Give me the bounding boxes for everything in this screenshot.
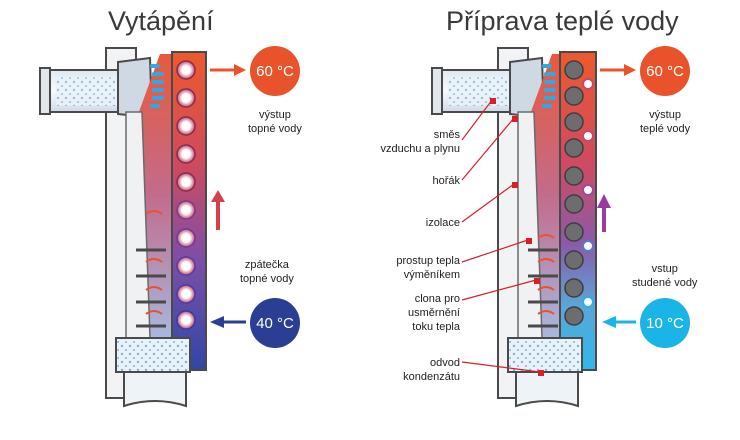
left-outlet-temp-badge: 60 °C xyxy=(250,46,300,96)
left-boiler xyxy=(39,47,246,408)
left-outlet-temp: 60 °C xyxy=(256,62,294,80)
left-inlet-temp: 40 °C xyxy=(256,314,294,332)
right-title: Příprava teplé vody xyxy=(446,6,679,36)
callout-markers xyxy=(490,98,544,376)
left-title: Vytápění xyxy=(108,6,214,36)
right-inlet-temp: 10 °C xyxy=(646,314,684,332)
right-condensate-trap xyxy=(507,337,583,373)
callout-lines xyxy=(461,99,541,373)
right-inlet-label: vstup studené vody xyxy=(632,263,698,289)
callout-condensate: odvod kondenzátu xyxy=(403,357,460,383)
right-outlet-label: výstup teplé vody xyxy=(640,109,691,135)
callout-baffle: clona pro usměrnění toku tepla xyxy=(408,293,460,333)
right-outlet-temp-badge: 60 °C xyxy=(640,46,690,96)
callout-heat-transfer: prostup tepla výměníkem xyxy=(396,255,460,281)
callout-burner: hořák xyxy=(432,175,460,187)
right-outlet-temp: 60 °C xyxy=(646,62,684,80)
right-boiler xyxy=(431,47,636,408)
right-coils xyxy=(564,60,594,326)
callout-insulation: izolace xyxy=(425,217,460,229)
right-inlet-temp-badge: 10 °C xyxy=(640,298,690,348)
callout-mix: směs vzduchu a plynu xyxy=(380,129,461,155)
left-outlet-label: výstup topné vody xyxy=(248,109,302,135)
left-coils xyxy=(176,60,196,330)
left-inlet-label: zpátečka topné vody xyxy=(240,259,294,285)
left-condensate-trap xyxy=(115,337,191,373)
left-inlet-temp-badge: 40 °C xyxy=(250,298,300,348)
